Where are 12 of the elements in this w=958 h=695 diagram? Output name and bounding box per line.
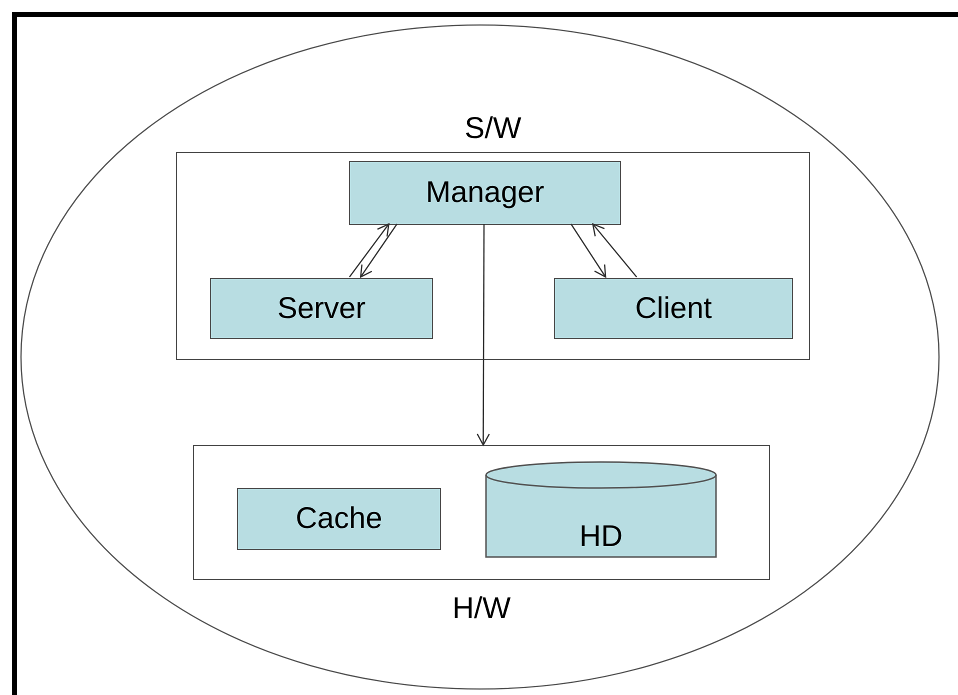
component-box: Manager: [349, 161, 621, 225]
arrow: [348, 223, 390, 278]
arrow: [592, 223, 638, 278]
arrow: [476, 224, 490, 446]
component-box: Cache: [237, 488, 441, 550]
arrow: [570, 224, 606, 278]
component-box: Server: [210, 278, 433, 339]
component-box: Client: [554, 278, 793, 339]
disk-label: HD: [579, 520, 623, 554]
group-heading: H/W: [452, 592, 511, 626]
arrow: [360, 224, 398, 278]
group-heading: S/W: [464, 112, 522, 146]
